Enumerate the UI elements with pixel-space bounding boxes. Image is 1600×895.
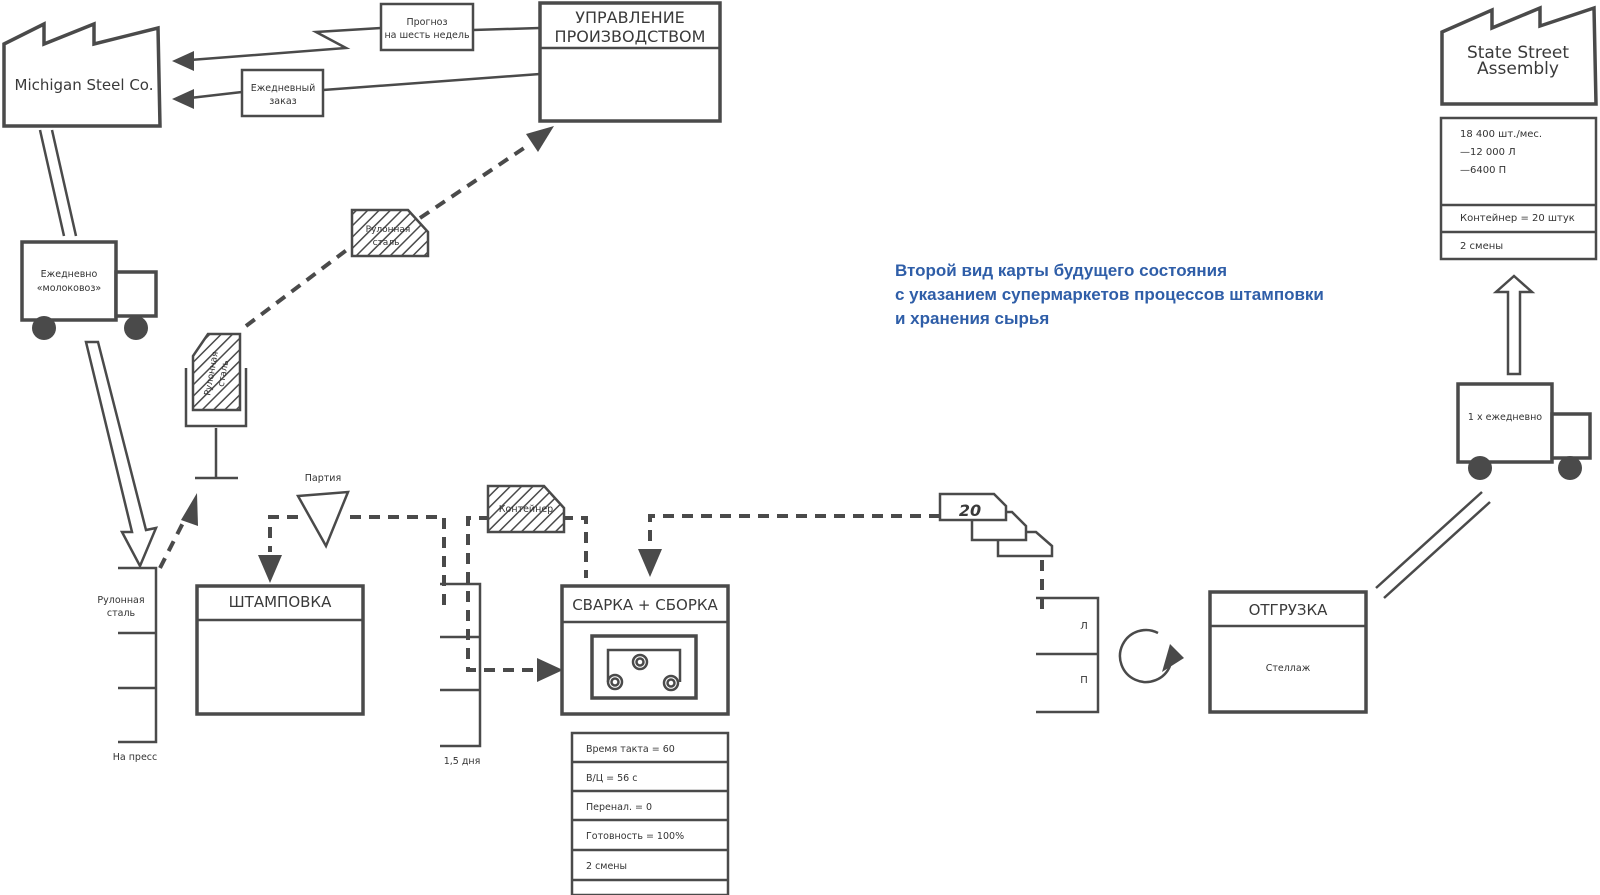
supplier-factory: Michigan Steel Co.: [2, 21, 162, 128]
stamping-supermarket-days: 1,5 дня: [444, 756, 481, 767]
map-title: Второй вид карты будущего состояния с ук…: [895, 261, 1324, 328]
signal-kanban-line-1: Рулонная: [366, 225, 411, 235]
shipping-label: ОТГРУЗКА: [1249, 601, 1329, 619]
production-control-line-2: ПРОИЗВОДСТВОМ: [555, 27, 706, 46]
withdrawal-cycle-icon: [1118, 628, 1184, 684]
batch-signal-loop: Партия: [258, 473, 446, 608]
raw-supermarket-label-line-2: сталь: [107, 608, 136, 619]
raw-material-supermarket: Рулонная сталь На пресс: [97, 566, 158, 763]
uptime: Готовность = 100%: [586, 831, 684, 842]
supplier-truck: Ежедневно «молоковоз»: [20, 240, 158, 340]
customer-demand: 18 400 шт./мес.: [1460, 129, 1542, 140]
customer-name-line-2: Assembly: [1477, 59, 1559, 79]
finished-supermarket-slot-left: Л: [1080, 621, 1088, 632]
customer-shifts: 2 смены: [1460, 241, 1503, 252]
welding-data-box: Время такта = 60 В/Ц = 56 с Перенал. = 0…: [570, 731, 730, 895]
raw-supermarket-label-line-1: Рулонная: [97, 595, 144, 606]
welding-shifts: 2 смены: [586, 861, 627, 872]
customer-delivery-arrow: [1492, 274, 1536, 376]
customer-name-line-1: State Street: [1467, 43, 1569, 63]
supplier-delivery-arrow: [84, 340, 159, 569]
production-kanban-quantity: 20: [959, 501, 981, 520]
customer-demand-right: —6400 П: [1460, 165, 1506, 176]
withdrawal-kanban-line-2: сталь: [217, 360, 231, 388]
customer-truck: 1 x ежедневно: [1456, 382, 1592, 480]
daily-order-line-2: заказ: [269, 96, 296, 107]
stamping-label: ШТАМПОВКА: [229, 593, 332, 611]
kanban-post: Рулонная сталь: [184, 332, 248, 480]
finished-supermarket-slot-right: П: [1080, 675, 1088, 686]
forecast-label-line-1: Прогноз: [406, 17, 447, 28]
stamping-supermarket: 1,5 дня: [440, 582, 482, 767]
customer-data-box: 18 400 шт./мес. —12 000 Л —6400 П Контей…: [1439, 116, 1598, 261]
title-line-3: и хранения сырья: [895, 309, 1049, 328]
forecast-info-flow: Прогноз на шесть недель: [172, 2, 541, 71]
title-line-1: Второй вид карты будущего состояния: [895, 261, 1227, 280]
cycle-time: В/Ц = 56 с: [586, 773, 637, 784]
production-control-line-1: УПРАВЛЕНИЕ: [575, 8, 685, 27]
signal-kanban-line-2: сталь: [373, 238, 400, 248]
shipping-process-box: ОТГРУЗКА Стеллаж: [1208, 590, 1368, 714]
customer-container: Контейнер = 20 штук: [1460, 213, 1575, 224]
supplier-truck-line-1: Ежедневно: [41, 269, 98, 280]
customer-shipment-line: [1375, 491, 1491, 599]
daily-order-info-flow: Ежедневный заказ: [172, 68, 541, 118]
pacemaker-cell-icon: [590, 634, 698, 700]
supplier-shipment-line: [38, 129, 78, 237]
stamping-process-box: ШТАМПОВКА: [195, 584, 365, 716]
raw-withdrawal-dashed-arrow: [158, 493, 198, 569]
customer-demand-left: —12 000 Л: [1460, 147, 1516, 158]
changeover-time: Перенал. = 0: [586, 802, 652, 813]
container-kanban-loop: Контейнер: [466, 484, 588, 682]
customer-truck-label: 1 x ежедневно: [1468, 412, 1542, 423]
supplier-name: Michigan Steel Co.: [15, 76, 154, 94]
customer-factory: State Street Assembly: [1440, 5, 1598, 106]
batch-label: Партия: [305, 473, 341, 484]
raw-supermarket-to-press: На пресс: [113, 752, 158, 763]
shipping-sublabel: Стеллаж: [1266, 663, 1311, 674]
container-kanban-label: Контейнер: [499, 504, 553, 515]
finished-goods-supermarket: Л П: [1036, 596, 1100, 714]
welding-assembly-label: СВАРКА + СБОРКА: [572, 596, 718, 614]
production-control-box: УПРАВЛЕНИЕ ПРОИЗВОДСТВОМ: [538, 1, 722, 123]
supplier-truck-line-2: «молоковоз»: [37, 283, 102, 294]
forecast-label-line-2: на шесть недель: [384, 30, 470, 41]
production-kanban-loop: 20: [638, 492, 1054, 616]
kanban-signal-dashed-line: [244, 126, 554, 328]
signal-kanban-coil: Рулонная сталь: [350, 208, 430, 258]
title-line-2: с указанием супермаркетов процессов штам…: [895, 285, 1324, 304]
daily-order-line-1: Ежедневный: [251, 83, 316, 94]
takt-time: Время такта = 60: [586, 744, 675, 755]
